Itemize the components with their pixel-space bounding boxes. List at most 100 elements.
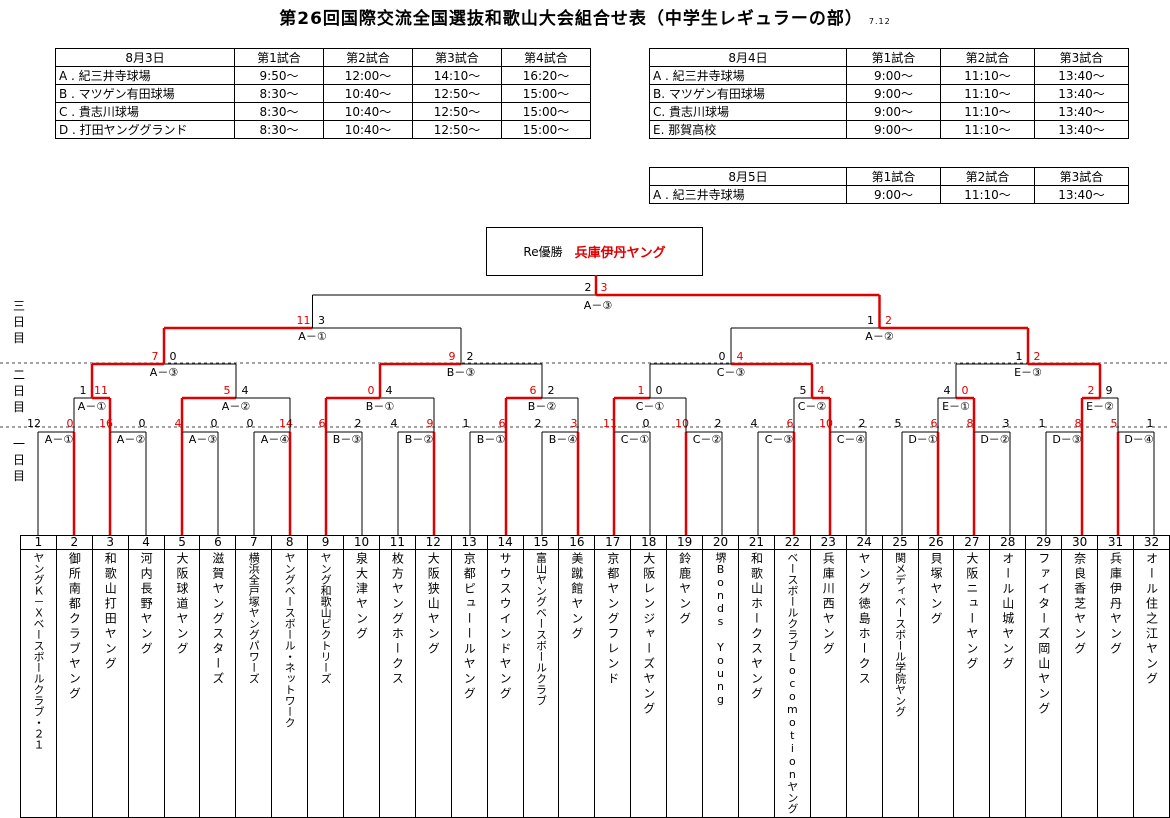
match-score: 1 — [80, 384, 87, 397]
match-score: 6 — [499, 417, 506, 430]
match-score: 2 — [548, 384, 555, 397]
team-number: 26 — [917, 535, 955, 550]
match-label: D－③ — [1052, 433, 1081, 446]
team-name: 和歌山打田ヤング — [91, 549, 129, 818]
team-number: 7 — [235, 535, 273, 550]
team-name: ファイターズ岡山ヤング — [1025, 549, 1063, 818]
team-name: オール住之江ヤング — [1132, 549, 1170, 818]
team-number: 22 — [773, 535, 811, 550]
match-label: A－① — [298, 330, 327, 343]
match-label: A－② — [865, 330, 894, 343]
match-score: 8 — [1075, 417, 1082, 430]
schedule-header: 第1試合 — [234, 48, 324, 67]
team-number: 13 — [450, 535, 488, 550]
team-name: 堺Bonds Young — [702, 549, 739, 818]
match-score: 2 — [885, 314, 892, 327]
match-score: 0 — [368, 384, 375, 397]
match-label: E－③ — [1014, 366, 1042, 379]
match-label: A－② — [117, 433, 146, 446]
match-label: B－② — [528, 400, 557, 413]
match-score: 11 — [297, 314, 311, 327]
schedule-header: 第2試合 — [940, 48, 1035, 67]
match-label: A－③ — [189, 433, 218, 446]
champion-label: Re優勝 — [523, 245, 563, 259]
match-label: A－③ — [150, 366, 179, 379]
day-label-2: 二日目 — [12, 368, 25, 414]
match-label: C－③ — [765, 433, 794, 446]
team-number: 30 — [1061, 535, 1099, 550]
schedule-header: 第3試合 — [1034, 167, 1129, 186]
match-label: A－③ — [584, 299, 613, 312]
match-score: 0 — [170, 350, 177, 363]
team-number: 17 — [594, 535, 632, 550]
team-name: ヤング和歌山ビクトリーズ — [307, 549, 345, 818]
match-score: 6 — [931, 417, 938, 430]
day-label-1: 一日目 — [12, 437, 25, 483]
team-number: 16 — [558, 535, 596, 550]
team-number: 20 — [702, 535, 739, 550]
team-name: ヤングベースボール・ネットワーク — [271, 549, 309, 818]
team-number: 14 — [486, 535, 524, 550]
match-label: C－② — [798, 400, 827, 413]
match-label: E－① — [942, 400, 970, 413]
match-label: E－② — [1086, 400, 1114, 413]
team-name: 和歌山ホークスヤング — [737, 549, 775, 818]
match-label: A－① — [45, 433, 74, 446]
match-score: 10 — [675, 417, 689, 430]
team-name: 兵庫川西ヤング — [809, 549, 847, 818]
team-number: 6 — [199, 535, 237, 550]
team-name: 泉大津ヤング — [343, 549, 380, 818]
match-label: B－③ — [447, 366, 476, 379]
team-name: 兵庫伊丹ヤング — [1097, 549, 1134, 818]
page-title: 第26回国際交流全国選抜和歌山大会組合せ表（中学生レギュラーの部）7.12 — [279, 9, 891, 29]
team-name: 京都ピューールヤング — [450, 549, 488, 818]
team-name: ヤングＫ－Ｘベースボールクラブ・２１ — [20, 549, 57, 818]
team-name: サウスウインドヤング — [486, 549, 524, 818]
match-score: 2 — [585, 281, 592, 294]
match-label: C－④ — [837, 433, 866, 446]
team-number: 5 — [163, 535, 201, 550]
team-number: 4 — [127, 535, 165, 550]
match-score: 5 — [224, 384, 231, 397]
match-score: 4 — [818, 384, 825, 397]
team-number: 3 — [91, 535, 129, 550]
match-label: D－② — [980, 433, 1009, 446]
match-label: B－② — [405, 433, 434, 446]
schedule-header: 第2試合 — [323, 48, 413, 67]
team-name: 横浜全戸塚ヤングパワーズ — [235, 549, 273, 818]
match-score: 2 — [715, 417, 722, 430]
match-score: 0 — [139, 417, 146, 430]
schedule-header: 第3試合 — [1034, 48, 1129, 67]
match-score: 14 — [279, 417, 293, 430]
match-score: 3 — [571, 417, 578, 430]
team-name: 大阪狭山ヤング — [414, 549, 452, 818]
match-score: 0 — [719, 350, 726, 363]
team-name: 貝塚ヤング — [917, 549, 955, 818]
team-number: 12 — [414, 535, 452, 550]
match-score: 4 — [242, 384, 249, 397]
match-score: 0 — [962, 384, 969, 397]
team-name: 大阪ニューヤング — [953, 549, 991, 818]
schedule-date: 8月5日 — [649, 167, 847, 186]
match-score: 2 — [467, 350, 474, 363]
title-note: 7.12 — [868, 17, 891, 26]
match-label: C－② — [693, 433, 722, 446]
schedule-header: 第1試合 — [846, 167, 941, 186]
team-number: 32 — [1132, 535, 1170, 550]
match-score: 6 — [530, 384, 537, 397]
match-score: 1 — [1016, 350, 1023, 363]
team-number: 27 — [953, 535, 991, 550]
team-number: 24 — [845, 535, 883, 550]
match-score: 0 — [643, 417, 650, 430]
champion-box: Re優勝 兵庫伊丹ヤング — [486, 227, 703, 276]
schedule-date: 8月3日 — [55, 48, 235, 67]
match-score: 1 — [1147, 417, 1154, 430]
team-name: 滋賀ヤングスターズ — [199, 549, 237, 818]
match-score: 2 — [1034, 350, 1041, 363]
team-name: 大阪球道ヤング — [163, 549, 201, 818]
team-number: 21 — [737, 535, 775, 550]
